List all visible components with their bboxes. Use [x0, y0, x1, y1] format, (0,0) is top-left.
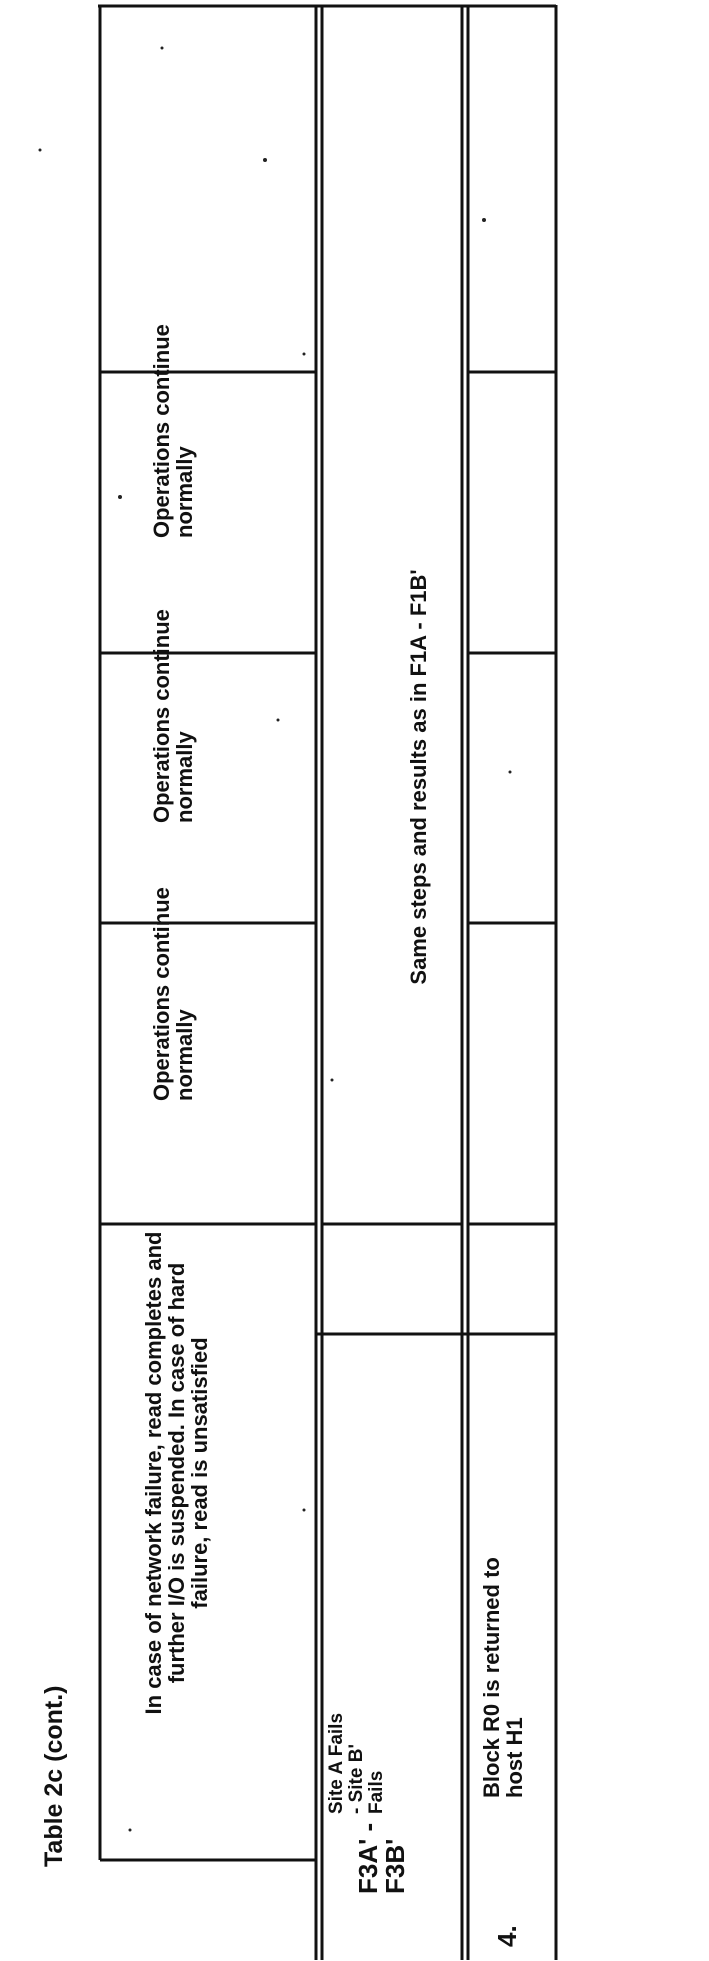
cell-operations-1: Operations continue normally: [150, 831, 206, 1101]
row-number-4: 4.: [494, 1907, 524, 1947]
cell-same-steps: Same steps and results as in F1A - F1B': [407, 377, 437, 1177]
row-description-site-fails: Site A Fails - Site B' Fails: [327, 1706, 447, 1814]
cell-operations-3: Operations continue normally: [150, 302, 206, 538]
cell-network-failure: In case of network failure, read complet…: [142, 1229, 276, 1717]
cell-operations-2: Operations continue normally: [150, 567, 206, 823]
cell-block-r0: Block R0 is returned to host H1: [480, 1518, 536, 1798]
table-caption: Table 2c (cont.): [41, 1667, 71, 1867]
row-id-f3b: F3B': [382, 1840, 412, 1894]
